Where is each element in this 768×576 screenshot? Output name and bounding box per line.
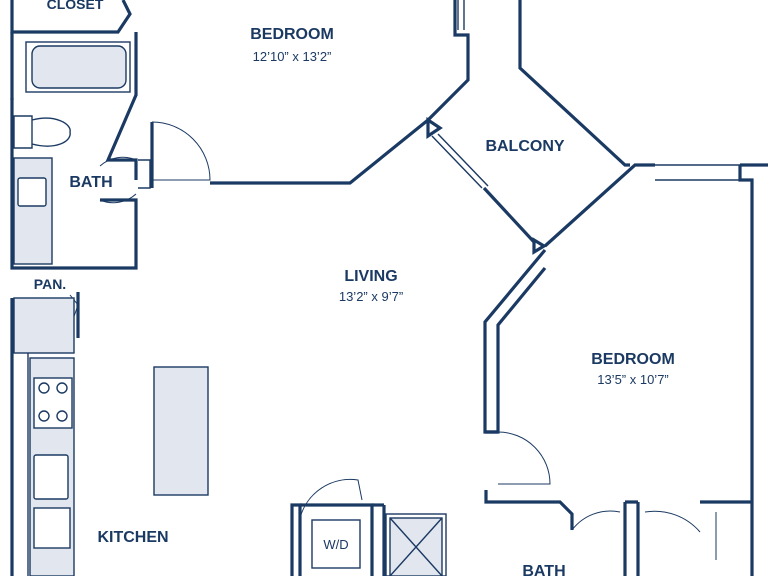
sink-bath-left (17, 177, 47, 207)
fixtures (13, 0, 465, 576)
label-living: LIVING (344, 268, 397, 285)
label-bedroom-top: BEDROOM (250, 26, 334, 43)
pantry-shelf (13, 297, 75, 354)
walls (10, 0, 768, 576)
toilet (13, 115, 71, 149)
label-washer-dryer: W/D (323, 537, 348, 552)
label-bedroom-right: BEDROOM (591, 351, 675, 368)
washer-dryer-unit (311, 519, 361, 569)
label-pantry: PAN. (34, 276, 66, 292)
label-kitchen: KITCHEN (97, 529, 168, 546)
dishwasher (33, 507, 71, 549)
label-bath-left: BATH (69, 174, 112, 191)
room-labels: CLOSET BEDROOM 12’10” x 13’2” BALCONY BA… (34, 0, 675, 576)
size-living: 13’2” x 9’7” (339, 289, 403, 304)
label-closet: CLOSET (47, 0, 104, 12)
size-bedroom-right: 13’5” x 10’7” (597, 372, 669, 387)
label-balcony: BALCONY (485, 138, 564, 155)
size-bedroom-top: 12’10” x 13’2” (253, 49, 332, 64)
kitchen-island (153, 366, 209, 496)
label-bath-bottom: BATH (522, 563, 565, 576)
vanity (13, 157, 53, 265)
kitchen-sink (33, 454, 69, 500)
